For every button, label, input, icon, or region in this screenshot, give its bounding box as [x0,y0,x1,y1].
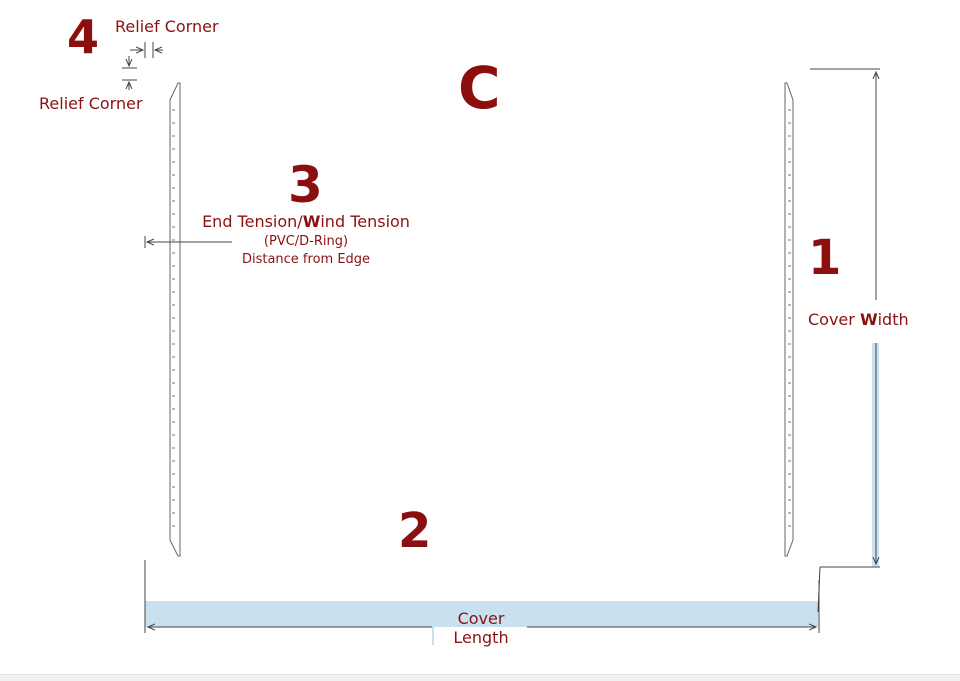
tension-label-line3: Distance from Edge [241,252,371,267]
tension-label-block: End Tension/Wind Tension (PVC/D-Ring) Di… [180,212,432,268]
right-rail-grommets [788,109,791,527]
tension-text-bold: W [302,212,321,231]
tension-dimension [144,236,232,248]
cover-width-text-a: Cover [808,310,860,329]
tension-label-line1: End Tension/Wind Tension [180,212,432,231]
right-rail [784,82,794,557]
callout-c: C [458,54,501,122]
relief-corner-marks [122,42,163,90]
left-rail [169,82,181,557]
left-rail-grommets [172,109,175,527]
cover-width-text-bold: W [859,310,878,329]
cover-length-line2: Length [453,628,509,647]
callout-2: 2 [398,503,432,559]
page-footer-bar [0,674,960,681]
callout-1: 1 [808,230,842,286]
cover-width-label: Cover Width [807,310,910,329]
relief-corner-top-label: Relief Corner [115,17,219,36]
callout-3: 3 [288,156,323,214]
tension-text-a: End Tension/ [202,212,303,231]
tension-text-b: ind Tension [320,212,410,231]
cover-length-line1: Cover [457,609,505,628]
cover-length-dimension [144,560,820,645]
callout-4: 4 [67,10,100,64]
cover-width-text-b: idth [877,310,909,329]
relief-corner-left-label: Relief Corner [39,94,143,113]
tension-label-line2: (PVC/D-Ring) [263,234,349,249]
cover-length-highlight [145,601,818,627]
cover-length-label: Cover Length [438,609,524,647]
cover-width-dimension [810,68,880,613]
